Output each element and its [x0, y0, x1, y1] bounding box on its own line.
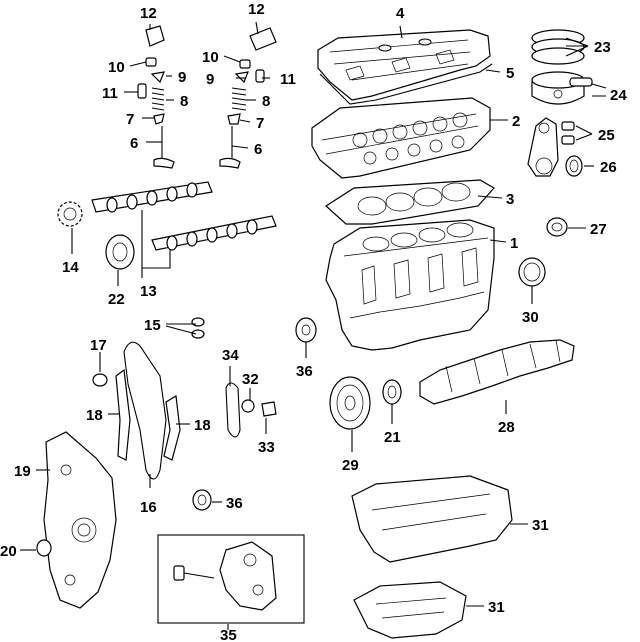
callout-8-left: 8 [180, 93, 188, 110]
callout-27: 27 [590, 221, 607, 238]
oil-pan-lower [353, 581, 467, 639]
rod-bolts [561, 121, 575, 145]
valve-cover-gasket [319, 63, 493, 105]
callout-18-right: 18 [194, 417, 211, 434]
oil-pan-upper [351, 475, 513, 563]
callout-36-lower: 36 [226, 495, 243, 512]
valve-cover [317, 29, 491, 101]
valve-stem-seal-right [255, 69, 265, 83]
idler-gear-lower [192, 489, 212, 511]
callout-7-right: 7 [256, 115, 264, 132]
valve-stem-seal-left [137, 83, 147, 99]
rear-main-seal [518, 257, 546, 287]
valve-spring-right [231, 87, 247, 111]
callout-31-upper: 31 [532, 517, 549, 534]
callout-23: 23 [594, 39, 611, 56]
rod-bearing [565, 155, 583, 177]
timing-chain [123, 341, 167, 480]
idler-gear-upper [295, 317, 317, 343]
callout-10-right: 10 [202, 49, 219, 66]
chain-guide-right [163, 395, 181, 461]
valve-spring-left [151, 87, 165, 111]
oil-pump-chain [225, 382, 241, 438]
valve-right [219, 126, 241, 169]
timing-cover-seal [36, 539, 52, 557]
oil-pump-sprocket [241, 399, 255, 413]
lash-adjuster-right [239, 59, 251, 69]
callout-15: 15 [144, 317, 161, 334]
callout-24: 24 [610, 87, 627, 104]
callout-21: 21 [384, 429, 401, 446]
callout-26: 26 [600, 159, 617, 176]
callout-11-right: 11 [280, 71, 296, 88]
callout-36-upper: 36 [296, 363, 313, 380]
callout-labels: 4 5 2 3 1 23 24 25 26 27 30 28 29 21 36 … [0, 1, 627, 642]
valve-left [153, 126, 175, 169]
callout-10-left: 10 [108, 59, 125, 76]
callout-2: 2 [512, 113, 520, 130]
callout-12-right: 12 [248, 1, 265, 18]
exhaust-camshaft [91, 181, 213, 213]
callout-6-left: 6 [130, 135, 138, 152]
valve-keeper-left [150, 71, 165, 84]
callout-32: 32 [242, 371, 259, 388]
callout-12-left: 12 [140, 5, 157, 22]
callout-16: 16 [140, 499, 157, 516]
callout-31-lower: 31 [488, 599, 505, 616]
callout-13: 13 [140, 283, 157, 300]
rocker-arm-right [249, 27, 277, 51]
engine-block [325, 219, 495, 351]
cylinder-head [311, 97, 491, 179]
piston [531, 71, 585, 105]
crankshaft-pulley [329, 376, 371, 430]
piston-rings [531, 29, 585, 65]
callout-1: 1 [510, 235, 518, 252]
callout-11-left: 11 [102, 85, 118, 102]
piston-pin [569, 77, 593, 87]
callout-19: 19 [14, 463, 31, 480]
callout-7-left: 7 [126, 111, 134, 128]
callout-5: 5 [506, 65, 514, 82]
timing-cover [43, 431, 117, 609]
crankshaft [419, 339, 575, 405]
vvt-actuator [105, 234, 135, 270]
callout-28: 28 [498, 419, 515, 436]
callout-9-right: 9 [206, 71, 214, 88]
leader-lines [20, 21, 607, 630]
callout-33: 33 [258, 439, 275, 456]
callout-30: 30 [522, 309, 539, 326]
intake-camshaft [151, 215, 277, 251]
chain-guide-left [115, 368, 131, 461]
chain-guide-bolts [191, 317, 205, 339]
callout-3: 3 [506, 191, 514, 208]
lash-adjuster-left [145, 57, 157, 67]
front-seal [546, 217, 568, 237]
connecting-rod [527, 117, 559, 177]
callout-29: 29 [342, 457, 359, 474]
callout-20: 20 [0, 543, 17, 560]
spring-seat-left [153, 113, 165, 125]
chain-tensioner [92, 373, 108, 387]
callout-4: 4 [396, 5, 405, 22]
callout-25: 25 [598, 127, 615, 144]
spring-seat-right [227, 113, 241, 125]
callout-9-left: 9 [178, 69, 186, 86]
oil-pump-detail-box [157, 534, 305, 624]
head-gasket [325, 179, 495, 225]
callout-18-left: 18 [86, 407, 103, 424]
tensioner-plunger [261, 401, 277, 417]
crankshaft-sprocket [382, 379, 402, 405]
callout-8-right: 8 [262, 93, 270, 110]
callout-14: 14 [62, 259, 79, 276]
valve-keeper-right [234, 71, 249, 84]
callout-6-right: 6 [254, 141, 262, 158]
exhaust-cam-sprocket [57, 201, 83, 227]
callout-35: 35 [220, 627, 237, 642]
callout-17: 17 [90, 337, 107, 354]
callout-22: 22 [108, 291, 125, 308]
rocker-arm-left [145, 25, 165, 47]
callout-34: 34 [222, 347, 239, 364]
